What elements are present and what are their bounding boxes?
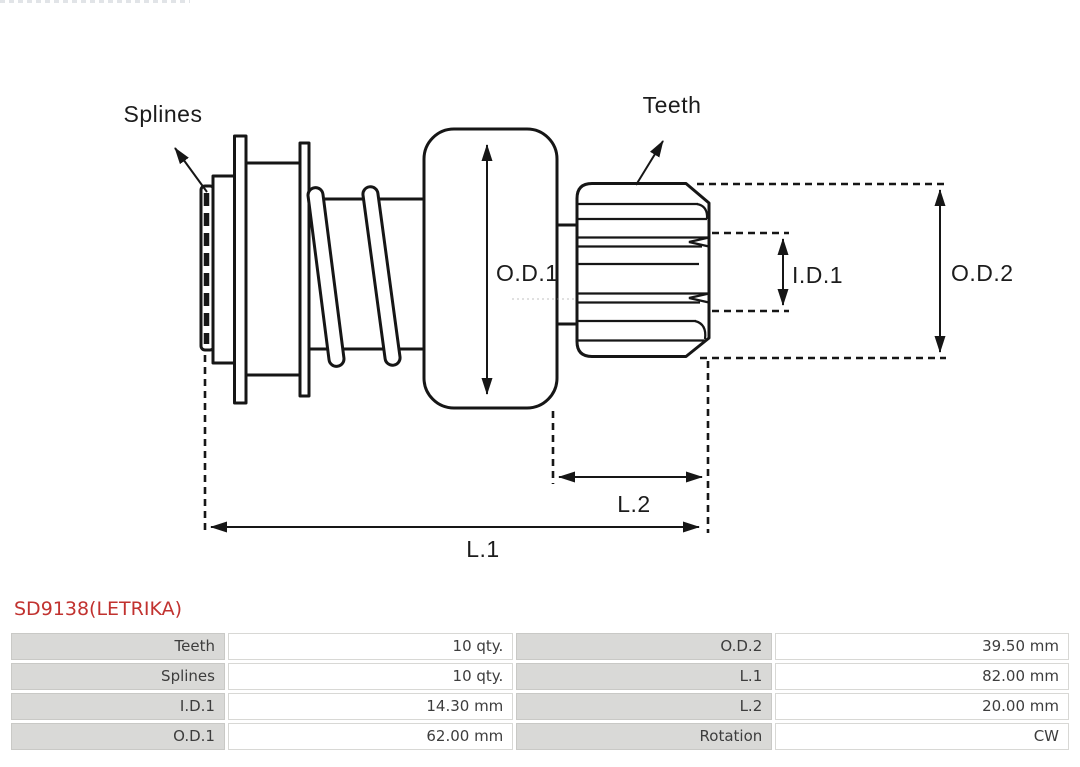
teeth-label: Teeth xyxy=(643,92,702,118)
spec-label-cell: O.D.1 xyxy=(11,723,225,750)
l2-dimension-label: L.2 xyxy=(617,491,650,517)
pinion-shaft xyxy=(512,223,600,326)
spec-label-cell: O.D.2 xyxy=(516,633,773,660)
splines-label: Splines xyxy=(124,101,203,127)
spec-value-cell: 10 qty. xyxy=(227,663,514,690)
od2-dimension-label: O.D.2 xyxy=(951,260,1014,286)
spec-row: I.D.1 14.30 mm L.2 20.00 mm xyxy=(11,693,1069,720)
spec-label-cell: Rotation xyxy=(516,723,773,750)
spec-value-cell: 62.00 mm xyxy=(227,723,514,750)
spec-value-cell: 10 qty. xyxy=(227,633,514,660)
extension-lines xyxy=(203,182,946,535)
od1-dimension-label: O.D.1 xyxy=(496,260,559,286)
id1-dimension-label: I.D.1 xyxy=(792,262,843,288)
spec-label-cell: I.D.1 xyxy=(11,693,225,720)
stop-collar-and-flanges xyxy=(233,134,311,405)
spec-value-cell: 39.50 mm xyxy=(775,633,1069,660)
pinion-gear xyxy=(575,182,711,358)
gear-teeth-lines xyxy=(578,202,710,342)
spec-label-cell: L.1 xyxy=(516,663,773,690)
top-edge-artifact xyxy=(0,0,190,3)
dimension-arrows xyxy=(210,144,946,533)
spec-table: Teeth 10 qty. O.D.2 39.50 mm Splines 10 … xyxy=(8,630,1072,753)
spec-label-cell: Splines xyxy=(11,663,225,690)
spec-row: O.D.1 62.00 mm Rotation CW xyxy=(11,723,1069,750)
starter-drive-technical-drawing: Splines Teeth O.D.1 I.D.1 O.D.2 L.2 L.1 xyxy=(124,92,1014,562)
spec-row: Splines 10 qty. L.1 82.00 mm xyxy=(11,663,1069,690)
part-number: SD9138(LETRIKA) xyxy=(14,598,182,620)
spec-row: Teeth 10 qty. O.D.2 39.50 mm xyxy=(11,633,1069,660)
spec-value-cell: CW xyxy=(775,723,1069,750)
spec-value-cell: 20.00 mm xyxy=(775,693,1069,720)
spline-shaft-end xyxy=(199,174,238,365)
spec-value-cell: 14.30 mm xyxy=(227,693,514,720)
l1-dimension-label: L.1 xyxy=(466,536,499,562)
spec-label-cell: L.2 xyxy=(516,693,773,720)
spec-label-cell: Teeth xyxy=(11,633,225,660)
callout-arrows xyxy=(174,140,664,193)
spec-value-cell: 82.00 mm xyxy=(775,663,1069,690)
drive-spring xyxy=(306,185,425,368)
